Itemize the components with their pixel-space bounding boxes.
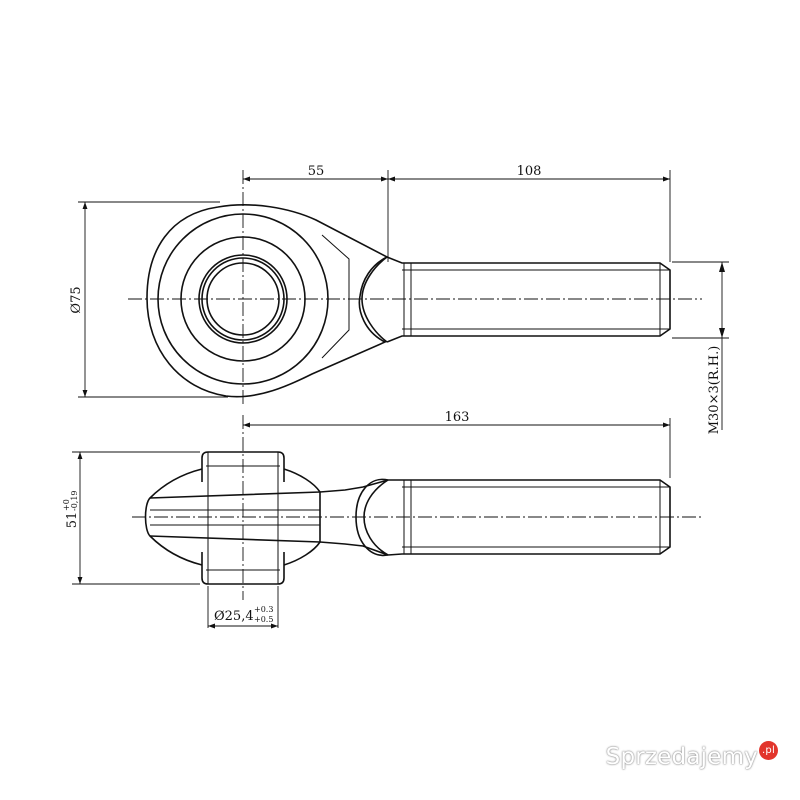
dim-thread-spec: M30×3(R.H.): [707, 346, 722, 435]
head-outline: [146, 204, 389, 398]
watermark-badge: .pl: [759, 740, 778, 760]
dim-head-width: 55: [308, 164, 325, 179]
eye-body: [149, 479, 389, 556]
side-view: 163 51 +0 -0,19 Ø25,4 +0.3 +0.5: [62, 410, 702, 629]
top-view: 55 108 Ø75 M30×3(R.H.): [69, 164, 729, 434]
dim-overall-length: 163: [445, 410, 470, 425]
dim-height-tol-upper: +0: [62, 499, 71, 511]
threaded-shank: [386, 256, 671, 343]
dim-height: 51: [65, 512, 80, 529]
dim-bore-diameter: Ø25,4: [214, 609, 254, 624]
dim-head-diameter: Ø75: [69, 286, 84, 313]
dim-bore-tol-lower: +0.5: [254, 615, 273, 624]
bushing-bottom: [201, 552, 285, 585]
bushing-top: [201, 451, 285, 482]
head-neck: [321, 234, 350, 359]
dim-shank-length: 108: [517, 164, 542, 179]
shank-neck-ball: [361, 256, 388, 343]
dim-height-tol-lower: -0,19: [70, 490, 79, 511]
dim-bore-tol-upper: +0.3: [254, 605, 273, 614]
watermark: Sprzedajemy .pl: [605, 740, 778, 770]
threaded-shank-side: [387, 479, 671, 556]
watermark-text: Sprzedajemy: [605, 744, 758, 770]
